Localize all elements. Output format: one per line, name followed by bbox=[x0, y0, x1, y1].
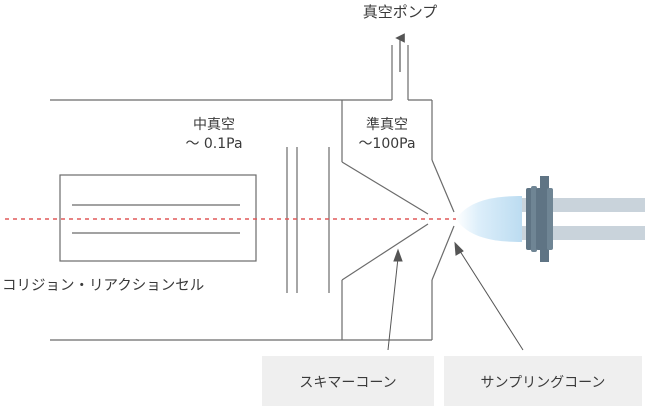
vacuum-pump-duct bbox=[391, 33, 409, 100]
sampling-cone-callout bbox=[444, 356, 642, 406]
semi-vacuum-pressure: ～100Pa bbox=[358, 136, 415, 152]
ion-lens-plates bbox=[286, 147, 330, 293]
leader-lines bbox=[387, 241, 524, 351]
semi-vacuum-label: 準真空 bbox=[366, 117, 408, 133]
medium-vacuum-pressure: ～ 0.1Pa bbox=[185, 136, 242, 152]
medium-vacuum-label: 中真空 bbox=[193, 117, 235, 133]
collision-cell-label: コリジョン・リアクションセル bbox=[2, 277, 204, 294]
sampling-cone bbox=[431, 159, 455, 281]
skimmer-cone bbox=[341, 161, 429, 281]
vacuum-chamber-outline bbox=[50, 99, 433, 341]
collision-reaction-cell bbox=[59, 174, 257, 262]
plasma-torch bbox=[456, 176, 645, 262]
skimmer-cone-callout bbox=[262, 356, 434, 406]
skimmer-cone-label: スキマーコーン bbox=[299, 375, 396, 391]
vacuum-pump-label: 真空ポンプ bbox=[363, 3, 438, 21]
sampling-cone-label: サンプリングコーン bbox=[481, 375, 606, 391]
